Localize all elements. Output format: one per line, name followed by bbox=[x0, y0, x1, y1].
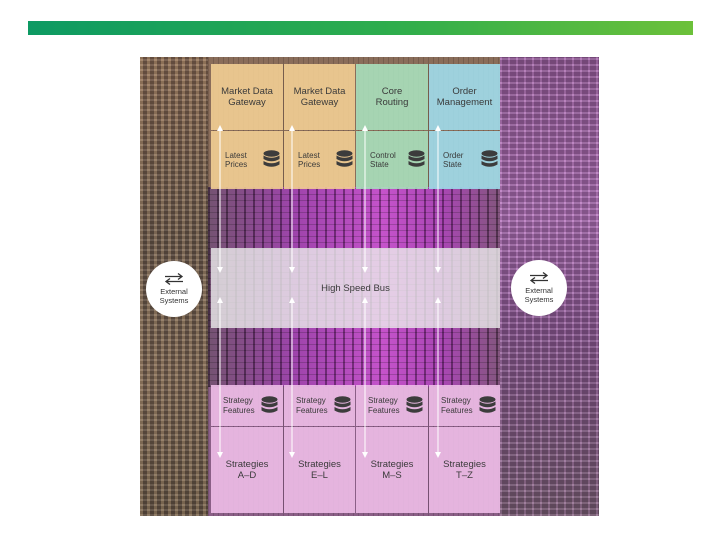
feature-label: Features bbox=[223, 405, 255, 415]
database-icon bbox=[406, 395, 423, 413]
strategy-label: Strategies bbox=[225, 459, 269, 470]
strategy-label: E–L bbox=[311, 470, 328, 481]
external-systems-left: External Systems bbox=[146, 261, 202, 317]
database-icon bbox=[481, 150, 498, 167]
external-systems-right: External Systems bbox=[511, 260, 567, 316]
feature-label: Strategy bbox=[441, 396, 471, 405]
external-label: External bbox=[525, 286, 553, 295]
bus-label: High Speed Bus bbox=[321, 282, 390, 294]
header-accent-bar bbox=[28, 21, 693, 35]
tile-label: Core bbox=[381, 86, 403, 97]
store-label: Prices bbox=[298, 160, 321, 169]
database-icon bbox=[334, 395, 351, 413]
feature-label: Features bbox=[368, 405, 400, 415]
database-icon bbox=[263, 150, 280, 167]
tile-label: Order bbox=[452, 86, 477, 97]
external-label: Systems bbox=[159, 295, 189, 305]
external-label: Systems bbox=[524, 294, 554, 304]
exchange-arrows-icon bbox=[164, 273, 184, 285]
strategy-label: Strategies bbox=[298, 459, 341, 470]
database-icon bbox=[261, 395, 278, 413]
exchange-arrows-icon bbox=[529, 272, 549, 284]
strategy-label: Strategies bbox=[443, 459, 486, 470]
tile-label: Market Data bbox=[293, 86, 346, 97]
store-label: Latest bbox=[298, 150, 320, 160]
feature-label: Strategy bbox=[368, 396, 398, 405]
database-icon bbox=[336, 150, 353, 167]
store-label: Control bbox=[370, 150, 396, 160]
store-label: State bbox=[370, 160, 389, 169]
store-label: Prices bbox=[225, 160, 248, 169]
high-speed-bus: High Speed Bus bbox=[211, 248, 500, 328]
tile-label: Market Data bbox=[221, 86, 273, 97]
store-label: Latest bbox=[225, 150, 247, 160]
strategy-label: Strategies bbox=[370, 459, 414, 470]
strategy-label: T–Z bbox=[456, 470, 473, 481]
store-label: Order bbox=[443, 150, 464, 160]
database-icon bbox=[408, 150, 425, 167]
feature-label: Features bbox=[296, 405, 328, 415]
tile-label: Management bbox=[436, 97, 493, 108]
database-icon bbox=[479, 395, 496, 413]
external-label: External bbox=[160, 287, 188, 296]
feature-label: Strategy bbox=[223, 396, 253, 405]
strategy-label: M–S bbox=[382, 470, 402, 481]
tile-label: Gateway bbox=[228, 97, 266, 108]
strategy-label: A–D bbox=[237, 470, 257, 481]
tile-label: Routing bbox=[375, 97, 409, 108]
store-label: State bbox=[443, 160, 462, 169]
tile-label: Gateway bbox=[300, 97, 339, 108]
feature-label: Strategy bbox=[296, 396, 326, 405]
feature-label: Features bbox=[441, 405, 473, 415]
